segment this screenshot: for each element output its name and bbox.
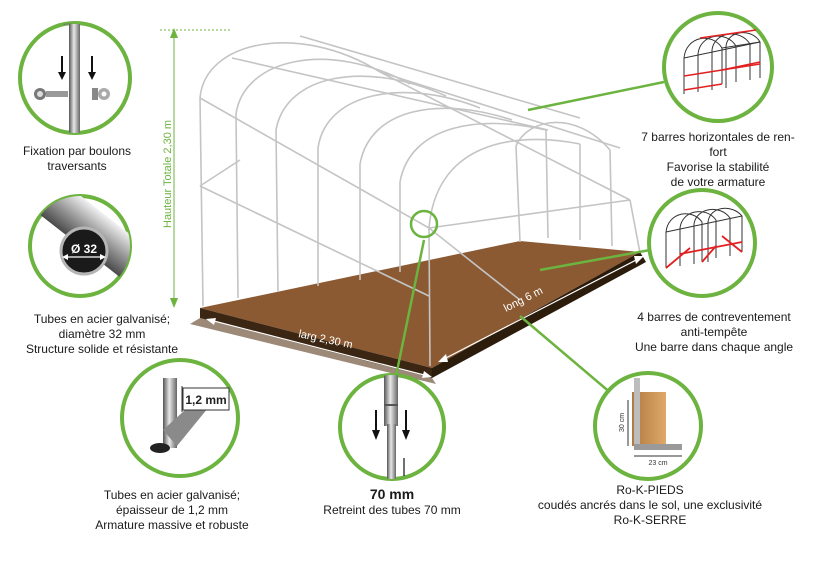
tube-diameter-caption-line: diamètre 32 mm: [58, 327, 146, 341]
bracing-bars-caption: 4 barres de contreventement anti-tempête…: [612, 310, 816, 355]
bracing-bars-caption-line: anti-tempête: [680, 325, 748, 339]
rok-pieds-caption-line: Ro-K-SERRE: [613, 513, 687, 527]
greenhouse-red-horizontal-bars-icon: [662, 11, 774, 123]
bolt-fixation-icon: [18, 21, 132, 135]
retreint-caption: 70 mm Retreint des tubes 70 mm: [302, 486, 482, 518]
retreint-marker: [409, 209, 439, 239]
tube-diameter-label: Ø 32: [71, 242, 97, 256]
horizontal-bars-caption-line: 7 barres horizontales de ren-: [641, 130, 795, 144]
horizontal-bars-caption: 7 barres horizontales de ren- fort Favor…: [620, 130, 816, 190]
tube-diameter-caption: Tubes en acier galvanisé; diamètre 32 mm…: [2, 312, 202, 357]
tube-wall-icon: [120, 358, 240, 478]
callout-connectors: [394, 80, 665, 395]
length-dimension: [438, 256, 644, 362]
height-dimension: [160, 28, 230, 308]
thickness-caption: Tubes en acier galvanisé; épaisseur de 1…: [72, 488, 272, 533]
soil-base: [190, 241, 646, 384]
thickness-label: 1,2 mm: [185, 393, 226, 407]
horizontal-bars-caption-line: fort: [709, 145, 727, 159]
tube-diameter-caption-line: Tubes en acier galvanisé;: [33, 312, 171, 326]
thickness-caption-line: Armature massive et robuste: [95, 518, 249, 532]
tube-joint-icon: [338, 373, 446, 481]
rok-pieds-caption-line: Ro-K-PIEDS: [616, 483, 684, 497]
tube-section-icon: [28, 194, 132, 298]
greenhouse-frame: [199, 35, 641, 367]
width-dimension: [206, 318, 432, 378]
bolt-caption-line: traversants: [47, 159, 107, 173]
bolt-caption-line: Fixation par boulons: [22, 144, 132, 158]
rok-pieds-caption-line: coudés ancrés dans le sol, une exclusivi…: [537, 498, 763, 512]
horizontal-bars-caption-line: de votre armature: [670, 175, 766, 189]
rok-pieds-caption: Ro-K-PIEDS coudés ancrés dans le sol, un…: [530, 483, 770, 528]
thickness-caption-line: Tubes en acier galvanisé;: [103, 488, 241, 502]
rok-dim-horizontal: 23 cm: [648, 460, 667, 467]
greenhouse-red-bracing-icon: [647, 188, 757, 298]
horizontal-bars-caption-line: Favorise la stabilité: [666, 160, 770, 174]
rok-pied-foot-icon: [593, 371, 703, 481]
height-label: Hauteur Totale 2,30 m: [162, 120, 174, 228]
tube-diameter-caption-line: Structure solide et résistante: [25, 342, 179, 356]
bracing-bars-caption-line: Une barre dans chaque angle: [634, 340, 794, 354]
thickness-caption-line: épaisseur de 1,2 mm: [115, 503, 229, 517]
bracing-bars-caption-line: 4 barres de contreventement: [637, 310, 791, 324]
rok-dim-vertical: 30 cm: [619, 413, 626, 432]
bolt-caption: Fixation par boulons traversants: [12, 144, 142, 174]
retreint-title: 70 mm: [369, 486, 415, 502]
retreint-subtitle: Retreint des tubes 70 mm: [323, 503, 461, 517]
